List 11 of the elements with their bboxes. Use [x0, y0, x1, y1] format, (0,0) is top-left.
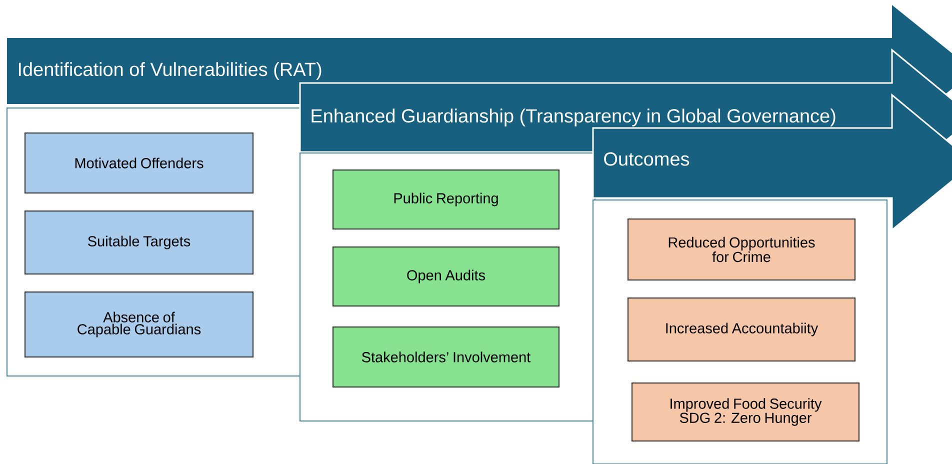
- process-box: Stakeholders’ Involvement: [332, 326, 560, 388]
- process-box: Absence of Capable Guardians: [24, 292, 254, 358]
- node-label: Outcomes: [604, 152, 690, 166]
- node-label: Identification of Vulnerabilities (RAT): [18, 62, 322, 80]
- process-box: Increased Accountabiity: [628, 298, 856, 362]
- process-box: Open Audits: [332, 246, 560, 306]
- process-box: Reduced Opportunities for Crime: [628, 218, 856, 280]
- process-box: Suitable Targets: [24, 210, 254, 274]
- process-box: Public Reporting: [332, 170, 560, 230]
- process-box: Improved Food Security SDG 2: Zero Hunger: [632, 382, 860, 442]
- process-box: Motivated Offenders: [24, 132, 254, 194]
